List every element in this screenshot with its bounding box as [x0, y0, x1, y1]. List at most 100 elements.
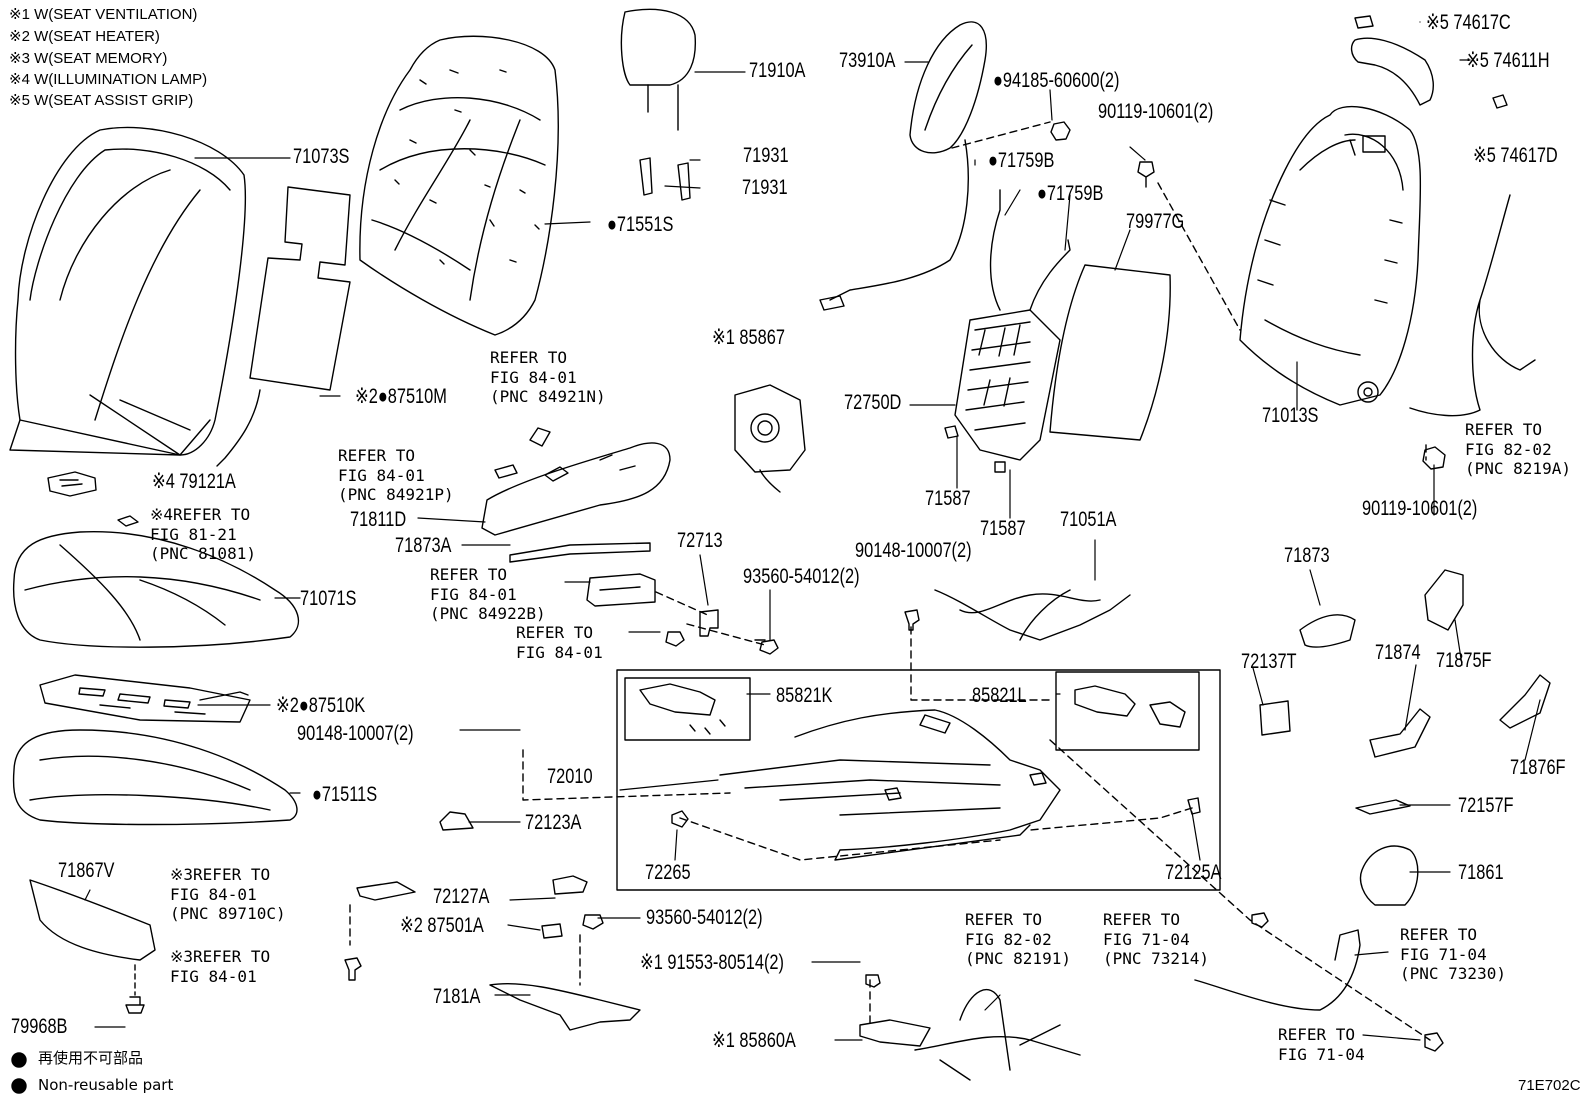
seat-track-inset [616, 669, 1221, 891]
part-74617C: ※5 74617C [1426, 11, 1511, 34]
side-shield-drawing [481, 442, 671, 536]
motor-l-inset [1055, 671, 1200, 751]
headrest-guides-drawing [639, 157, 691, 201]
part-72123A-drawing [439, 811, 474, 831]
part-87510M: ※2●87510M [355, 385, 447, 408]
part-72125A: 72125A [1165, 861, 1222, 884]
part-71931b: 71931 [742, 176, 788, 199]
part-71876F: 71876F [1510, 756, 1566, 779]
part-85821K: 85821K [776, 684, 833, 707]
cover-72137T-drawing [1259, 700, 1291, 736]
part-71811D: 71811D [350, 508, 407, 531]
part-79977G: 79977G [1126, 210, 1185, 233]
part-94185: ●94185-60600(2) [993, 69, 1120, 92]
part-90148b: 90148-10007(2) [297, 722, 414, 745]
cover-71873-drawing [1299, 614, 1356, 648]
screw-left-drawing [665, 631, 685, 647]
seat-harness-82191-drawing [914, 988, 1081, 1081]
note-2: ※2 W(SEAT HEATER) [9, 28, 160, 45]
part-72123A: 72123A [525, 811, 582, 834]
assist-grip-drawing [1350, 37, 1434, 106]
seatback-frame-drawing [1239, 105, 1422, 406]
motor-k-drawing [639, 683, 726, 735]
refer-81081[interactable]: ※4REFER TO FIG 81-21 (PNC 81081) [150, 505, 256, 563]
lumbar-plate-drawing [954, 239, 1071, 461]
base-7181A-drawing [489, 982, 641, 1031]
motor-k-inset [624, 677, 751, 741]
part-7181A: 7181A [433, 985, 481, 1008]
nut-94185-drawing [1050, 121, 1071, 141]
ecu-89710C-drawing [356, 881, 416, 901]
part-74611H: ※5 74611H [1466, 49, 1550, 72]
part-85867: ※1 85867 [712, 326, 785, 349]
diagram-code: 71E702C [1518, 1077, 1581, 1094]
refer-82191[interactable]: REFER TO FIG 82-02 (PNC 82191) [965, 910, 1071, 968]
part-71511S: ●71511S [312, 783, 378, 806]
part-85860A: ※1 85860A [712, 1029, 796, 1052]
part-93560a: 93560-54012(2) [743, 565, 860, 588]
part-73910A: 73910A [839, 49, 896, 72]
cover-71861-drawing [1359, 845, 1419, 906]
legend-jp: 再使用不可部品 [38, 1049, 144, 1067]
part-71759Bb: ●71759B [1037, 182, 1104, 205]
refer-84921P[interactable]: REFER TO FIG 84-01 (PNC 84921P) [338, 446, 454, 504]
part-71931a: 71931 [743, 144, 789, 167]
part-71875F: 71875F [1436, 649, 1492, 672]
lamp-drawing [47, 471, 97, 497]
part-72127A: 72127A [433, 885, 490, 908]
part-72137T: 72137T [1241, 650, 1297, 673]
lumbar-bag-drawing [819, 21, 1001, 311]
part-87501A-drawing [541, 923, 563, 939]
clips-drawing [671, 797, 1201, 828]
belt-buckle-drawing [1194, 929, 1361, 1011]
bracket-72713-drawing [699, 609, 719, 637]
part-71051A: 71051A [1060, 508, 1117, 531]
legend-dot-en [11, 1078, 27, 1094]
cover-71876F-drawing [1499, 674, 1551, 729]
refer-89710C[interactable]: ※3REFER TO FIG 84-01 (PNC 89710C) [170, 865, 286, 923]
part-72750D: 72750D [844, 391, 902, 414]
part-71874: 71874 [1375, 641, 1421, 664]
cover-71874-drawing [1369, 708, 1431, 758]
part-71551S: ●71551S [607, 213, 674, 236]
fan-85860A-drawing [859, 1019, 931, 1047]
part-71867V: 71867V [58, 859, 115, 882]
part-79968B: 79968B [11, 1015, 68, 1038]
heater-mat-back-drawing [216, 186, 351, 467]
refer-84921N[interactable]: REFER TO FIG 84-01 (PNC 84921N) [490, 348, 606, 406]
leader-dashes [349, 121, 1431, 1041]
refer-73214[interactable]: REFER TO FIG 71-04 (PNC 73214) [1103, 910, 1209, 968]
lumbar-nuts-drawing [944, 425, 1006, 473]
part-71071S: 71071S [300, 587, 357, 610]
part-71759Ba: ●71759B [988, 149, 1055, 172]
nut-73214-drawing [1251, 912, 1269, 928]
bolt-90148a-drawing [904, 609, 920, 631]
refer-8219A[interactable]: REFER TO FIG 82-02 (PNC 8219A) [1465, 420, 1571, 478]
part-71910A: 71910A [749, 59, 806, 82]
cover-71873A-drawing [509, 542, 651, 563]
part-90119a: 90119-10601(2) [1098, 100, 1214, 123]
refer-84-01-memory[interactable]: ※3REFER TO FIG 84-01 [170, 947, 271, 986]
part-71013S: 71013S [1262, 404, 1319, 427]
nut-7104-drawing [1424, 1032, 1444, 1052]
refer-84922B[interactable]: REFER TO FIG 84-01 (PNC 84922B) [430, 565, 546, 623]
bolt-90119b-drawing [1422, 446, 1446, 470]
part-85821L: 85821L [972, 684, 1027, 707]
bolt-90119a-drawing [1137, 161, 1155, 188]
refer-71-04[interactable]: REFER TO FIG 71-04 [1278, 1025, 1365, 1064]
note-3: ※3 W(SEAT MEMORY) [9, 50, 168, 67]
refer-73230[interactable]: REFER TO FIG 71-04 (PNC 73230) [1400, 925, 1506, 983]
headrest-drawing [620, 8, 697, 131]
front-panel-drawing [29, 879, 156, 961]
part-93560b: 93560-54012(2) [646, 906, 763, 929]
cushion-pad-drawing [12, 729, 298, 826]
screw-8401b-drawing [344, 957, 362, 981]
refer-84-01[interactable]: REFER TO FIG 84-01 [516, 623, 603, 662]
grip-caps-drawing [1354, 15, 1508, 109]
heater-mat-cushion-drawing [39, 674, 251, 723]
note-4: ※4 W(ILLUMINATION LAMP) [9, 71, 208, 88]
back-board-drawing [1049, 264, 1171, 441]
screw-93560a-drawing [754, 639, 779, 655]
cover-71875F-drawing [1424, 569, 1464, 631]
